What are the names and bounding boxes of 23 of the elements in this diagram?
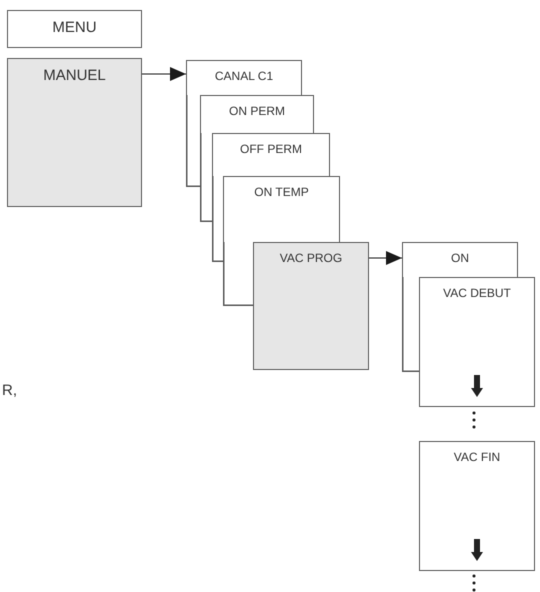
menu-screen xyxy=(7,10,142,48)
arrow xyxy=(142,67,186,81)
cut-off-text: R, xyxy=(2,382,17,399)
screen-heading: CANAL C1 xyxy=(214,69,274,83)
screen-heading: ON TEMP xyxy=(254,185,309,199)
menu-screen xyxy=(223,176,340,242)
screen-heading: MANUEL xyxy=(43,67,106,84)
menu-screen xyxy=(200,95,314,133)
menu-screen xyxy=(419,441,535,571)
arrow xyxy=(368,251,402,265)
screen-heading: OFF PERM xyxy=(240,142,302,156)
screen-heading: ON PERM xyxy=(228,104,285,118)
screen-heading: VAC FIN xyxy=(454,450,500,464)
menu-screen xyxy=(186,60,302,95)
screen-heading: VAC PROG xyxy=(280,251,342,265)
selected-menu-screen xyxy=(7,58,142,207)
screen-heading: VAC DEBUT xyxy=(443,286,511,300)
selected-menu-screen xyxy=(253,242,369,370)
screen-heading: MENU xyxy=(52,19,97,36)
screen-heading: ON xyxy=(451,251,469,265)
menu-screen xyxy=(419,277,535,407)
menu-screen xyxy=(402,242,518,277)
menu-screen xyxy=(212,133,330,176)
